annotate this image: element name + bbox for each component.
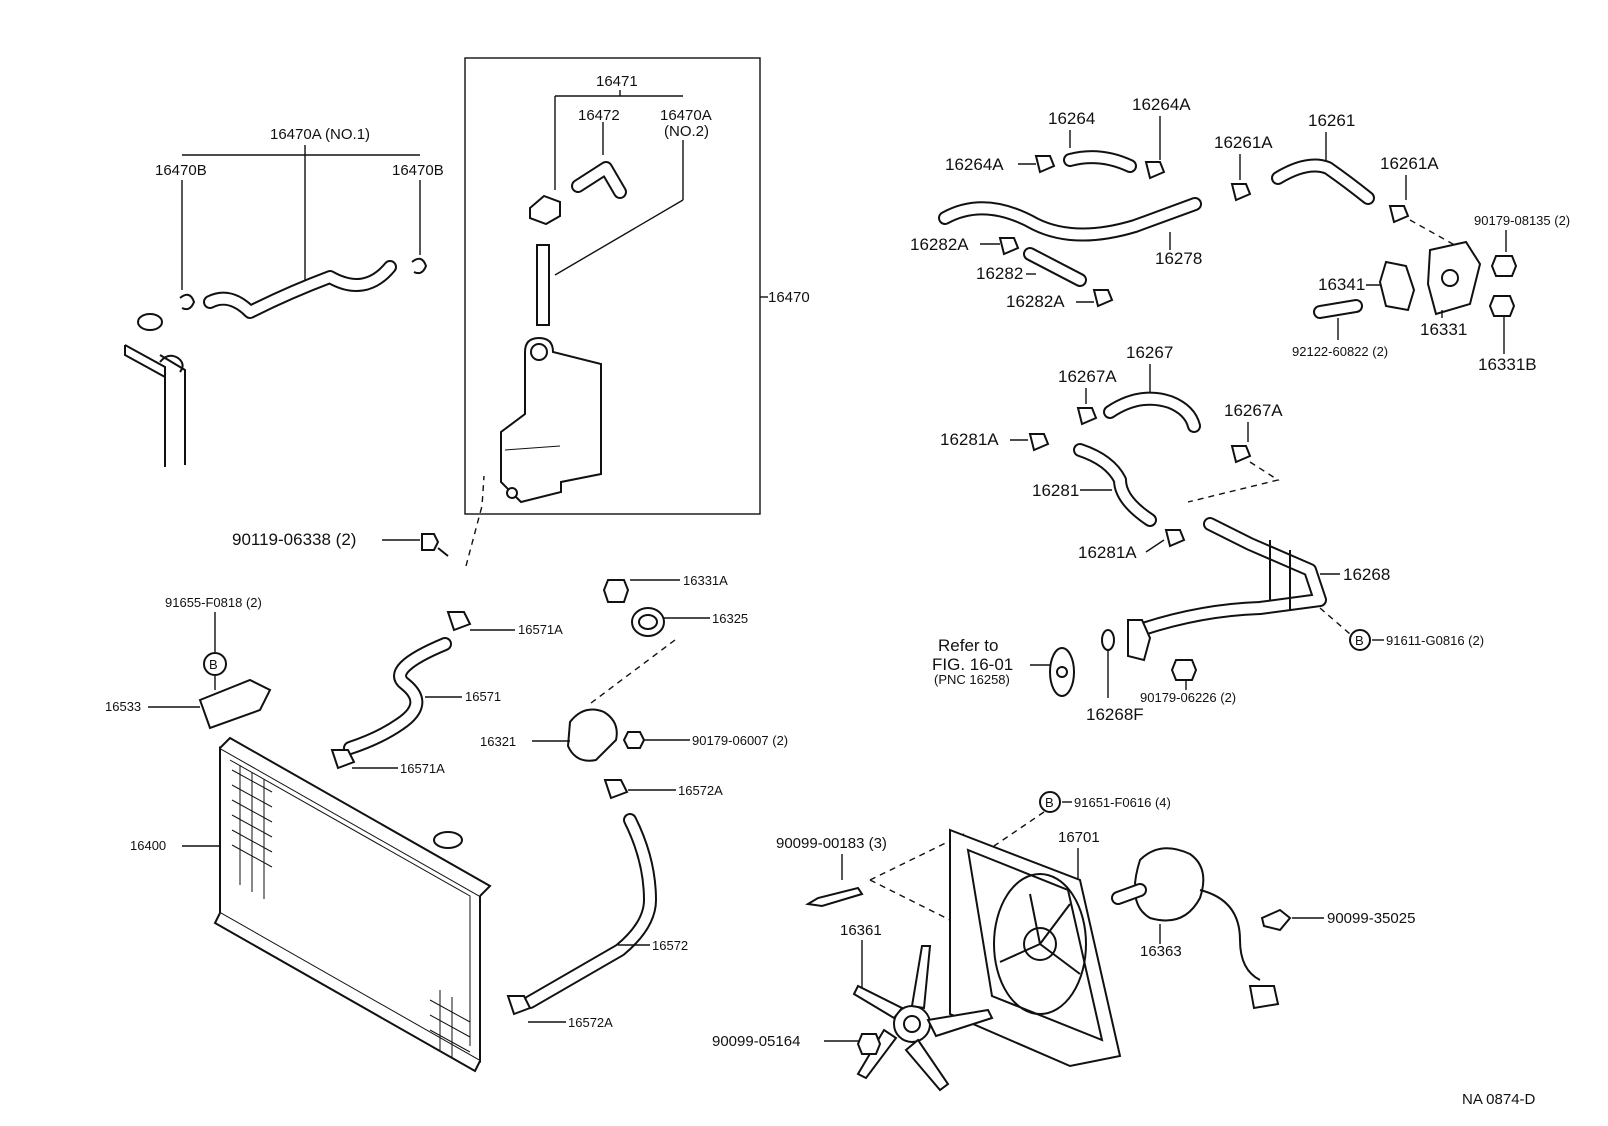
water-pipe-group: 16264 16264A 16264A 16278 16282A 16282 1…: [910, 95, 1570, 374]
overflow-hose-group: 16470A (NO.1) 16470B 16470B: [124, 126, 444, 467]
label-16471: 16471: [596, 73, 638, 90]
label-16472: 16472: [578, 107, 620, 124]
clamp-16572A-top: [603, 779, 629, 800]
label-16341: 16341: [1318, 275, 1365, 294]
label-90179-08135: 90179-08135 (2): [1474, 213, 1570, 228]
label-91651: 91651-F0616 (4): [1074, 795, 1171, 810]
bracket-16533: [198, 678, 272, 730]
label-16470B-right: 16470B: [392, 162, 444, 179]
label-16261A-right: 16261A: [1380, 154, 1439, 173]
gasket-16341: [1378, 260, 1416, 312]
clamp-16572A-bot: [506, 995, 532, 1016]
label-16282A-bot: 16282A: [1006, 292, 1065, 311]
label-16470: 16470: [768, 289, 810, 306]
label-16572: 16572: [652, 938, 688, 953]
nut-90179-06007: [622, 731, 646, 749]
circle-b-label-2: B: [1355, 633, 1364, 648]
label-16267A-left: 16267A: [1058, 367, 1117, 386]
circle-b-label: B: [209, 657, 218, 672]
label-16281A-bot: 16281A: [1078, 543, 1137, 562]
label-90179-06226: 90179-06226 (2): [1140, 690, 1236, 705]
label-16264A-left: 16264A: [945, 155, 1004, 174]
label-16331: 16331: [1420, 320, 1467, 339]
label-16533: 16533: [105, 699, 141, 714]
label-16470A-no1: 16470A (NO.1): [270, 126, 370, 143]
label-16281A-top: 16281A: [940, 430, 999, 449]
fan-motor-16363: [1133, 847, 1205, 922]
label-90099-05164: 90099-05164: [712, 1033, 800, 1050]
label-16571A-top: 16571A: [518, 622, 563, 637]
label-16261: 16261: [1308, 111, 1355, 130]
label-91611: 91611-G0816 (2): [1386, 633, 1484, 648]
label-16571: 16571: [465, 689, 501, 704]
reservoir-tube: [536, 244, 550, 326]
label-92122: 92122-60822 (2): [1292, 344, 1388, 359]
label-90179-06007: 90179-06007 (2): [692, 733, 788, 748]
reservoir-tank: [500, 336, 602, 504]
label-16572A-top: 16572A: [678, 783, 723, 798]
label-16470A-no2: (NO.2): [664, 123, 709, 140]
label-16268: 16268: [1343, 565, 1390, 584]
radiator-cap: [433, 831, 463, 849]
circle-b-ref: [203, 652, 227, 676]
label-16261A-left: 16261A: [1214, 133, 1273, 152]
bolt-90099-00183: [805, 886, 864, 908]
bypass-pipe-group: 16267 16267A 16267A 16281A 16281 16281A …: [932, 343, 1484, 724]
label-16281: 16281: [1032, 481, 1079, 500]
radiator-group: 91655-F0818 (2) B 16533 16400 16571A 165…: [105, 573, 788, 1073]
radiator-16400: [219, 746, 481, 1063]
label-16321: 16321: [480, 734, 516, 749]
plug-16331A: [602, 579, 630, 603]
label-16361: 16361: [840, 922, 882, 939]
reservoir-group-box: [464, 57, 761, 515]
label-91655: 91655-F0818 (2): [165, 595, 262, 610]
label-16325: 16325: [712, 611, 748, 626]
label-16268F: 16268F: [1086, 705, 1144, 724]
refer-note-line2: FIG. 16-01: [932, 655, 1013, 674]
refer-note-line1: Refer to: [938, 636, 998, 655]
label-16701: 16701: [1058, 829, 1100, 846]
label-16571A-bot: 16571A: [400, 761, 445, 776]
clamp-16571A-bot: [330, 749, 356, 770]
label-16470A: 16470A: [660, 107, 712, 124]
bolt-90119: 90119-06338 (2): [232, 475, 485, 567]
thermostat-housing-16321: [566, 708, 618, 762]
diagram-id: NA 0874-D: [1462, 1091, 1536, 1108]
clamp-16571A-top: [446, 611, 472, 632]
label-90099-35025: 90099-35025: [1327, 910, 1415, 927]
label-16572A-bot: 16572A: [568, 1015, 613, 1030]
label-16278: 16278: [1155, 249, 1202, 268]
label-16264A-top: 16264A: [1132, 95, 1191, 114]
fan-assembly: B 91651-F0616 (4) 90099-00183 (3) 16701 …: [712, 791, 1415, 1092]
label-16363: 16363: [1140, 943, 1182, 960]
refer-note-line3: (PNC 16258): [934, 672, 1010, 687]
nut-90099-05164: [856, 1033, 882, 1055]
label-16267A-right: 16267A: [1224, 401, 1283, 420]
radiator-core-hatch: [231, 765, 471, 1057]
label-16264: 16264: [1048, 109, 1095, 128]
label-16470B-left: 16470B: [155, 162, 207, 179]
label-16331A: 16331A: [683, 573, 728, 588]
reservoir-assembly: 16470 16471 16472 16470A (NO.2): [464, 57, 810, 515]
circle-b-label-3: B: [1045, 795, 1054, 810]
label-90119: 90119-06338 (2): [232, 530, 356, 549]
label-16282: 16282: [976, 264, 1023, 283]
connector-90099-35025: [1260, 908, 1292, 932]
reservoir-cap-part: [529, 194, 561, 226]
label-16282A-top: 16282A: [910, 235, 969, 254]
label-16331B: 16331B: [1478, 355, 1537, 374]
label-90099-00183: 90099-00183 (3): [776, 835, 887, 852]
label-16267: 16267: [1126, 343, 1173, 362]
label-16400: 16400: [130, 838, 166, 853]
